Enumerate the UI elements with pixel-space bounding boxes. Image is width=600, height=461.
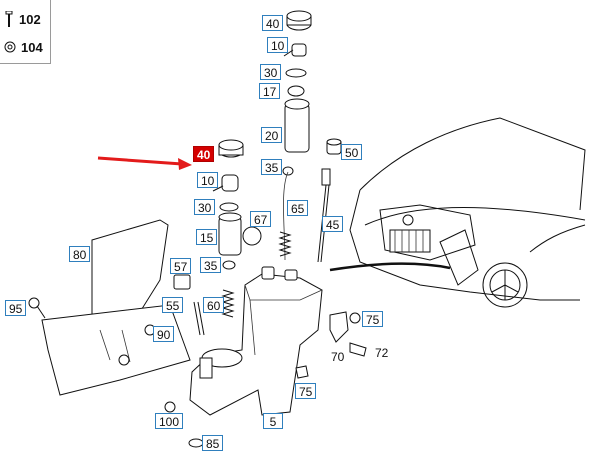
callout-90[interactable]: 90 xyxy=(153,326,175,342)
bracket-70 xyxy=(295,311,367,379)
callout-15[interactable]: 15 xyxy=(196,229,218,245)
grommet-85 xyxy=(188,438,204,448)
callout-75-right[interactable]: 75 xyxy=(362,311,384,327)
callout-100[interactable]: 100 xyxy=(155,413,184,429)
washer-icon xyxy=(4,41,16,53)
grommet-50 xyxy=(326,138,342,155)
callout-40-highlighted[interactable]: 40 xyxy=(193,146,215,162)
callout-67[interactable]: 67 xyxy=(250,211,272,227)
callout-35-top[interactable]: 35 xyxy=(261,159,283,175)
legend-row-washer: 104 xyxy=(4,37,43,57)
vehicle-front xyxy=(349,117,586,308)
callout-65[interactable]: 65 xyxy=(287,200,309,216)
callout-50[interactable]: 50 xyxy=(341,144,363,160)
callout-17[interactable]: 17 xyxy=(259,83,281,99)
callout-30-lower[interactable]: 30 xyxy=(194,199,216,215)
lower-cap-assembly xyxy=(212,139,244,270)
callout-20[interactable]: 20 xyxy=(261,127,283,143)
callout-5[interactable]: 5 xyxy=(263,413,283,429)
spring-65 xyxy=(278,231,292,257)
legend-washer-label: 104 xyxy=(21,39,43,55)
callout-75-lower[interactable]: 75 xyxy=(295,383,317,399)
callout-80[interactable]: 80 xyxy=(69,246,91,262)
label-72: 72 xyxy=(375,346,389,360)
legend: 102 104 xyxy=(0,0,51,64)
legend-row-screw: 102 xyxy=(4,9,41,29)
spring-60 xyxy=(221,289,235,318)
callout-60[interactable]: 60 xyxy=(203,297,225,313)
grommet-67 xyxy=(242,226,262,246)
callout-10-top[interactable]: 10 xyxy=(267,37,289,53)
callout-95[interactable]: 95 xyxy=(5,300,27,316)
hose-65 xyxy=(283,171,289,261)
screw-icon xyxy=(5,11,13,27)
callout-85[interactable]: 85 xyxy=(202,435,224,451)
pump-57 xyxy=(173,274,191,290)
callout-35-lower[interactable]: 35 xyxy=(200,257,222,273)
screw-95 xyxy=(28,297,46,319)
callout-10-lower[interactable]: 10 xyxy=(197,172,219,188)
label-70: 70 xyxy=(331,350,345,364)
legend-screw-label: 102 xyxy=(19,11,41,27)
clip-100 xyxy=(164,401,176,413)
callout-45[interactable]: 45 xyxy=(322,216,344,232)
callout-55[interactable]: 55 xyxy=(162,297,184,313)
upper-cap-assembly xyxy=(282,10,312,176)
callout-57[interactable]: 57 xyxy=(170,258,192,274)
callout-30-top[interactable]: 30 xyxy=(260,64,282,80)
reservoir-tank xyxy=(189,266,323,416)
callout-40-top[interactable]: 40 xyxy=(262,15,284,31)
pointer-arrow xyxy=(97,156,192,170)
